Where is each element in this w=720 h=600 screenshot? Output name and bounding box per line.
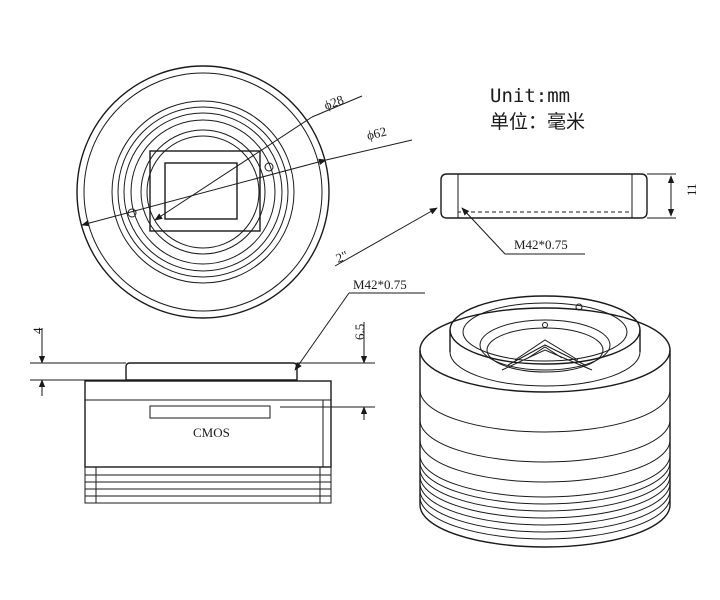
- dim-line-inner: [154, 116, 313, 221]
- flange-thickness-label: 4: [30, 327, 45, 334]
- unit-label-cn: 单位：毫米: [490, 111, 585, 133]
- side-thread-label: M42*0.75: [353, 277, 407, 292]
- ring-thread-label: M42*0.75: [514, 237, 568, 252]
- cmos-sensor: [149, 405, 271, 419]
- ring-size-label: 2": [334, 247, 351, 265]
- iso-screw-hole-inner: [542, 322, 548, 328]
- dim-label-inner: ϕ28: [322, 92, 346, 113]
- dim-line-outer: [81, 158, 327, 227]
- unit-label-en: Unit:mm: [490, 85, 570, 107]
- iso-screw-hole-top: [575, 303, 583, 311]
- side-view: CMOS 4 6.5 M42*0.75: [30, 277, 425, 504]
- isometric-view: [419, 295, 671, 548]
- cmos-label: CMOS: [193, 425, 230, 440]
- iso-sensor-chevron: [514, 339, 579, 361]
- front-view: ϕ28 ϕ62: [76, 65, 413, 319]
- sensor-chip: [164, 162, 238, 220]
- adapter-ring-view: 11 M42*0.75 2": [334, 173, 699, 267]
- ring-height-label: 11: [684, 183, 699, 196]
- dim-label-outer: ϕ62: [365, 124, 388, 143]
- units-legend: Unit:mm 单位：毫米: [490, 85, 585, 133]
- back-focus-label: 6.5: [352, 324, 367, 340]
- screw-hole-left: [127, 208, 137, 218]
